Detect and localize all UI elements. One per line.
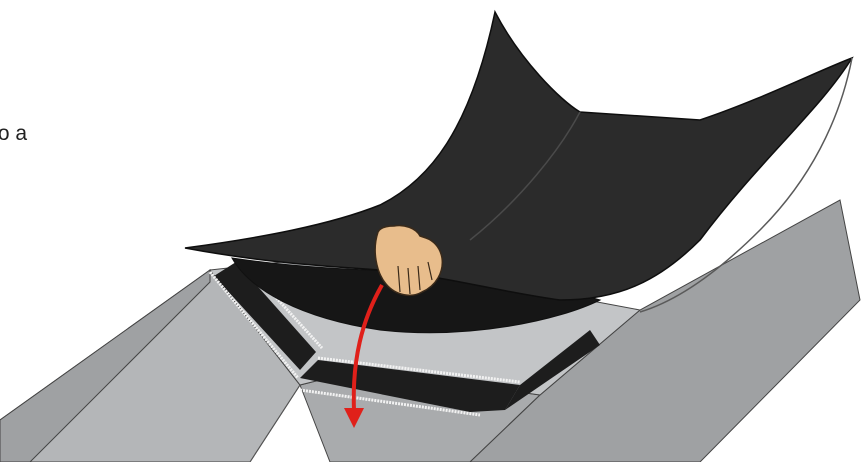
roofing-membrane-illustration — [0, 0, 863, 462]
